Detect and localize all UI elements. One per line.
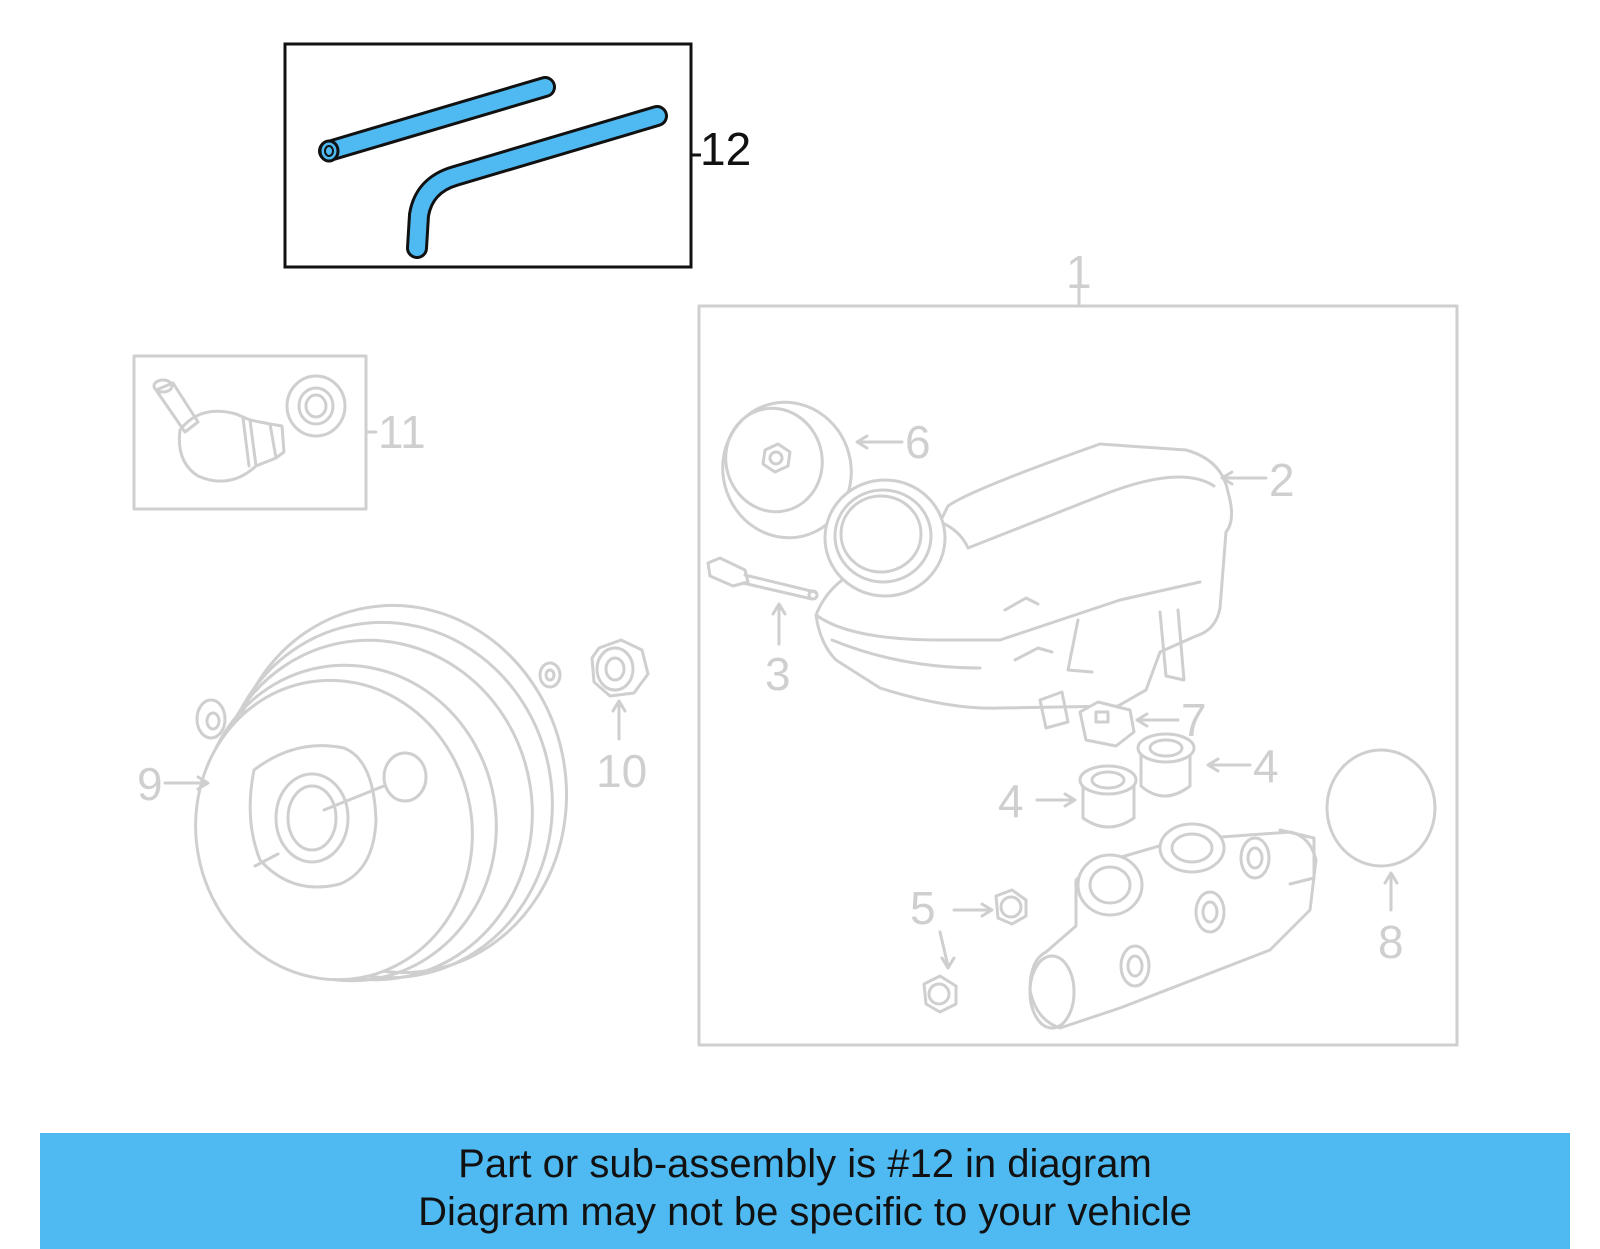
- part-4-grommet-right: 4: [1136, 732, 1279, 798]
- callout-10: 10: [596, 745, 647, 797]
- part-9-brake-booster: 9: [137, 603, 569, 983]
- callout-12: 12: [700, 123, 751, 175]
- part-3-level-sensor: 3: [706, 556, 819, 700]
- hose-straight: [318, 76, 556, 163]
- part-10-nut: 10: [590, 638, 650, 797]
- callout-8: 8: [1378, 916, 1404, 968]
- master-cylinder-body: [1028, 822, 1318, 1030]
- part-12-hose-kit: 12: [283, 42, 751, 269]
- part-5-nuts: 5: [910, 882, 1028, 1014]
- info-banner: Part or sub-assembly is #12 in diagram D…: [40, 1133, 1570, 1249]
- callout-6: 6: [905, 416, 931, 468]
- part-11-check-valve: 11: [132, 354, 426, 511]
- callout-9: 9: [137, 758, 163, 810]
- part-6-reservoir-cap: 6: [721, 400, 931, 540]
- callout-1: 1: [1066, 246, 1092, 298]
- callout-11: 11: [378, 406, 426, 458]
- part-7-connector: 7: [1038, 690, 1207, 748]
- callout-4-right: 4: [1253, 740, 1279, 792]
- part-1-master-cylinder-assembly: 1: [697, 246, 1459, 1047]
- callout-5: 5: [910, 882, 936, 934]
- callout-3: 3: [765, 648, 791, 700]
- part-8-o-ring: 8: [1325, 748, 1437, 968]
- banner-line-2: Diagram may not be specific to your vehi…: [418, 1190, 1192, 1234]
- hose-bent: [406, 105, 668, 259]
- callout-4-left: 4: [998, 775, 1024, 827]
- part-4-grommet-left: 4: [998, 764, 1138, 829]
- callout-2: 2: [1269, 454, 1295, 506]
- banner-line-1: Part or sub-assembly is #12 in diagram: [458, 1142, 1152, 1186]
- part-2-reservoir: 2: [814, 442, 1295, 710]
